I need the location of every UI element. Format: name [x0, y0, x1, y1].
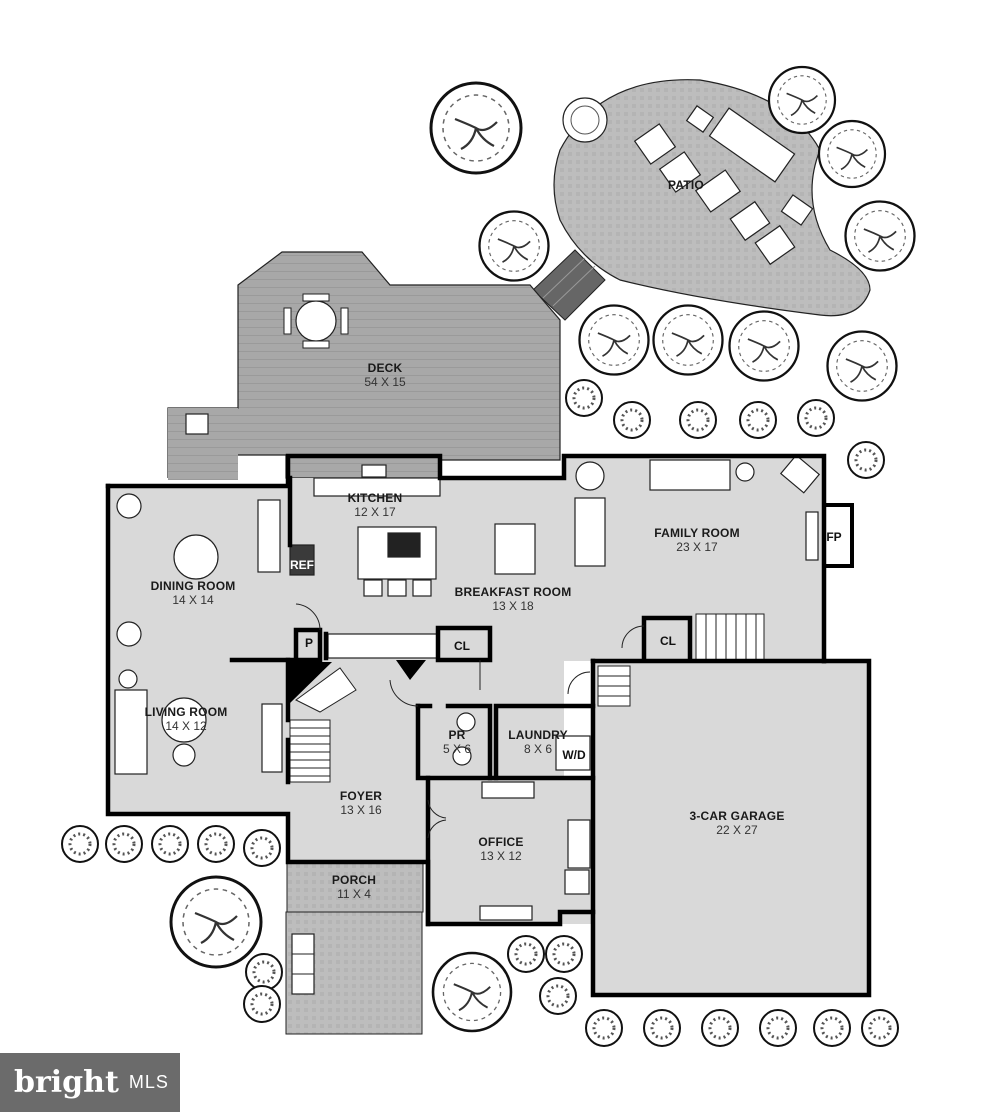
- stair-landing: [288, 662, 332, 705]
- room-name: 3-CAR GARAGE: [689, 809, 785, 823]
- room-living: LIVING ROOM 14 X 12: [145, 705, 228, 733]
- washer-dryer-label: W/D: [562, 748, 586, 762]
- room-name: LIVING ROOM: [144, 705, 228, 719]
- walls: [105, 453, 872, 998]
- room-name: DINING ROOM: [150, 579, 236, 593]
- room-dims: 11 X 4: [337, 887, 371, 901]
- room-dims: 5 X 6: [442, 742, 472, 756]
- room-patio: PATIO: [668, 178, 704, 192]
- room-kitchen: KITCHEN 12 X 17: [348, 491, 403, 519]
- room-dims: 13 X 16: [340, 803, 382, 817]
- room-dims: 23 X 17: [676, 540, 718, 554]
- room-office: OFFICE 13 X 12: [478, 835, 523, 863]
- room-name: KITCHEN: [347, 491, 403, 505]
- room-name: PORCH: [331, 873, 377, 887]
- room-garage: 3-CAR GARAGE 22 X 27: [689, 809, 784, 837]
- room-dims: 54 X 15: [364, 375, 406, 389]
- room-dims: 14 X 12: [165, 719, 207, 733]
- room-name: PR: [448, 728, 466, 742]
- room-name: OFFICE: [478, 835, 524, 849]
- bright-mls-logo: bright MLS: [0, 1053, 180, 1112]
- room-laundry: LAUNDRY 8 X 6: [508, 728, 568, 756]
- room-name: FOYER: [339, 789, 383, 803]
- room-powder: PR 5 X 6: [443, 728, 471, 756]
- pantry-label: P: [304, 636, 314, 650]
- closet-family-label: CL: [660, 634, 676, 648]
- patio: [532, 79, 871, 321]
- room-dims: 14 X 14: [172, 593, 214, 607]
- room-dims: 12 X 17: [354, 505, 396, 519]
- porch: [285, 861, 424, 1035]
- room-name: FAMILY ROOM: [654, 526, 740, 540]
- fireplace-label: FP: [826, 530, 842, 544]
- room-name: BREAKFAST ROOM: [454, 585, 572, 599]
- fireplace: [822, 503, 854, 568]
- room-dims: 13 X 12: [480, 849, 522, 863]
- logo-brand: bright: [14, 1065, 119, 1100]
- room-name: LAUNDRY: [508, 728, 568, 742]
- furniture: [114, 454, 821, 921]
- room-breakfast: BREAKFAST ROOM 13 X 18: [455, 585, 572, 613]
- room-dims: 13 X 18: [492, 599, 534, 613]
- room-dims: 8 X 6: [523, 742, 553, 756]
- room-name: DECK: [367, 361, 403, 375]
- room-deck: DECK 54 X 15: [364, 361, 405, 389]
- stairs: [289, 613, 765, 783]
- closet-foyer-label: CL: [454, 639, 470, 653]
- room-dims: 22 X 27: [716, 823, 758, 837]
- room-name: PATIO: [668, 178, 704, 192]
- refrigerator-label: REF: [290, 558, 314, 572]
- room-porch: PORCH 11 X 4: [332, 873, 376, 901]
- door-swings: [295, 603, 645, 839]
- deck: [167, 251, 561, 480]
- interior-floor: [108, 456, 869, 995]
- logo-suffix: MLS: [128, 1072, 169, 1092]
- room-family: FAMILY ROOM 23 X 17: [654, 526, 740, 554]
- room-dining: DINING ROOM 14 X 14: [151, 579, 236, 607]
- room-foyer: FOYER 13 X 16: [340, 789, 382, 817]
